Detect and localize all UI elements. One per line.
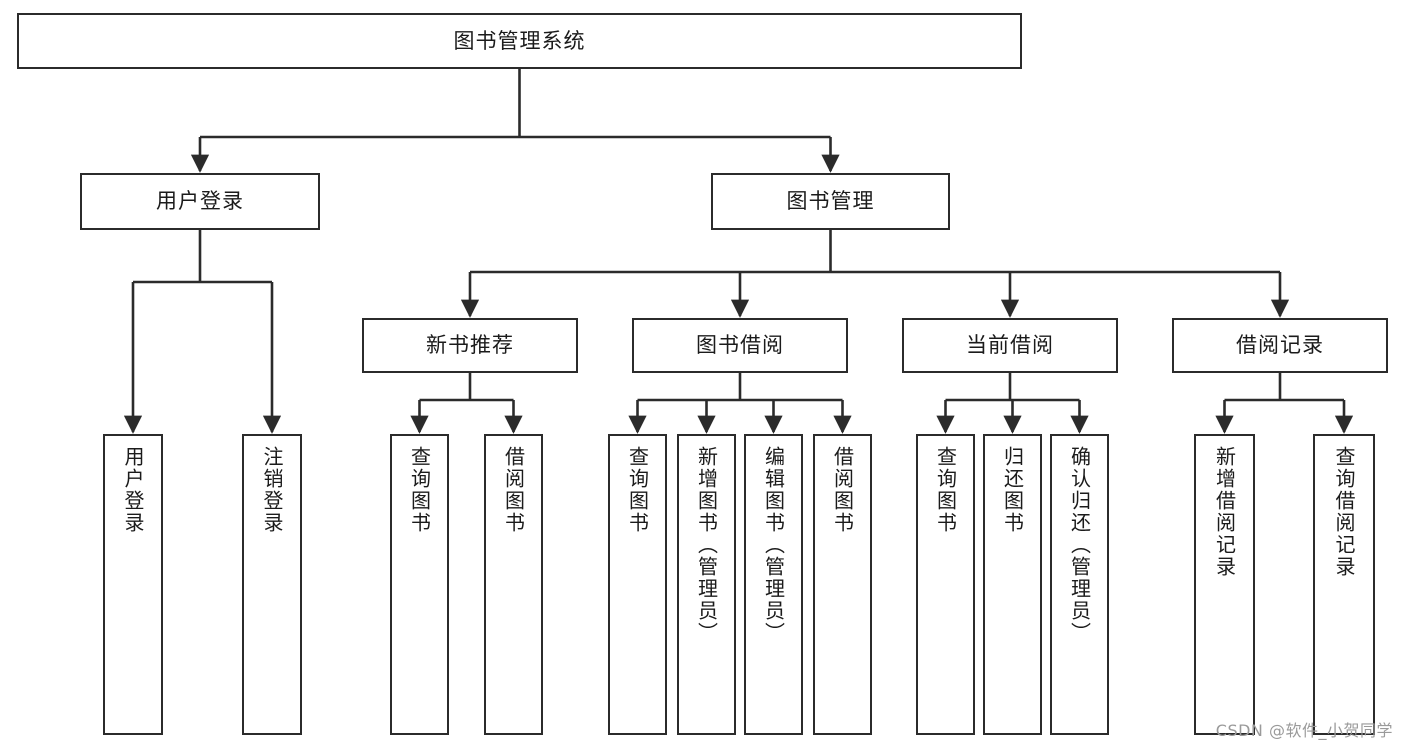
node-label: 新增借阅记录: [1212, 446, 1237, 578]
node-borrow-record: 借阅记录: [1172, 318, 1388, 373]
node-leaf-edit-book: 编辑图书（管理员）: [744, 434, 803, 735]
node-label: 借阅图书: [501, 446, 526, 534]
node-root: 图书管理系统: [17, 13, 1022, 69]
node-leaf-confirm-return: 确认归还（管理员）: [1050, 434, 1109, 735]
node-label: 编辑图书（管理员）: [761, 446, 786, 644]
node-leaf-borrow-book-1: 借阅图书: [484, 434, 543, 735]
node-book-borrow: 图书借阅: [632, 318, 848, 373]
node-leaf-query-book-1: 查询图书: [390, 434, 449, 735]
node-leaf-query-record: 查询借阅记录: [1313, 434, 1375, 735]
node-label: 用户登录: [156, 189, 244, 214]
node-label: 查询图书: [407, 446, 432, 534]
node-label: 注销登录: [260, 446, 284, 534]
node-leaf-return-book: 归还图书: [983, 434, 1042, 735]
node-label: 新书推荐: [426, 333, 514, 358]
node-label: 用户登录: [121, 446, 145, 534]
node-leaf-query-book-3: 查询图书: [916, 434, 975, 735]
node-label: 借阅图书: [830, 446, 855, 534]
node-label: 查询图书: [933, 446, 958, 534]
node-label: 图书管理系统: [453, 28, 586, 53]
node-label: 图书借阅: [696, 333, 784, 358]
node-label: 确认归还（管理员）: [1067, 446, 1092, 644]
node-label: 借阅记录: [1236, 333, 1324, 358]
node-user-login: 用户登录: [80, 173, 320, 230]
node-label: 归还图书: [1000, 446, 1025, 534]
node-leaf-user-login: 用户登录: [103, 434, 163, 735]
node-label: 查询图书: [625, 446, 650, 534]
node-current-borrow: 当前借阅: [902, 318, 1118, 373]
node-leaf-add-record: 新增借阅记录: [1194, 434, 1255, 735]
node-label: 当前借阅: [966, 333, 1054, 358]
node-leaf-query-book-2: 查询图书: [608, 434, 667, 735]
node-leaf-borrow-book-2: 借阅图书: [813, 434, 872, 735]
node-label: 图书管理: [786, 189, 875, 214]
node-new-book-rec: 新书推荐: [362, 318, 578, 373]
node-leaf-add-book: 新增图书（管理员）: [677, 434, 736, 735]
node-label: 新增图书（管理员）: [694, 446, 719, 644]
node-leaf-user-logout: 注销登录: [242, 434, 302, 735]
node-label: 查询借阅记录: [1332, 446, 1356, 578]
node-book-manage: 图书管理: [711, 173, 950, 230]
